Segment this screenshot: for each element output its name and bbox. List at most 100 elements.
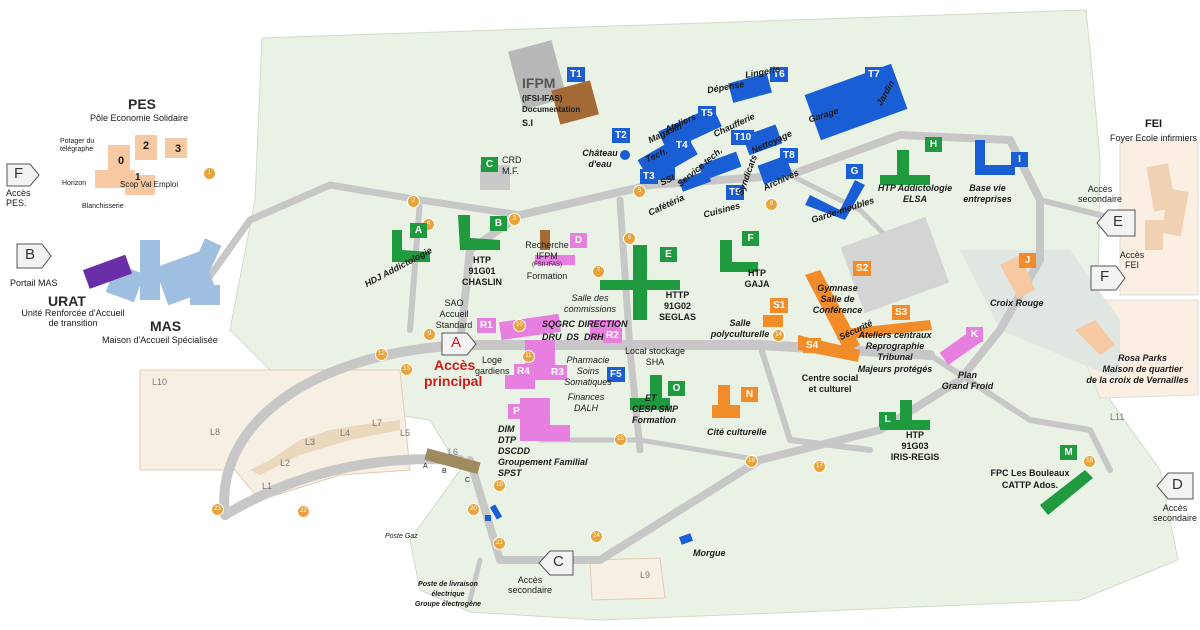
badge-l[interactable]: L [879,412,896,427]
badge-t9[interactable]: T9 [726,185,744,200]
gate-e-label: Accès secondaire [1077,184,1123,205]
recherche-label: IFPM [536,251,558,261]
pes-number: 3 [175,143,182,155]
crd-label: M.F. [502,166,519,176]
gate-arrow-icon [16,243,52,269]
badge-j[interactable]: J [1019,253,1036,268]
ateliers-centraux-label: Ateliers centraux [858,330,932,340]
pes-item: Blanchisserie [82,203,124,210]
badge-r3[interactable]: R3 [548,365,567,380]
gate-arrow-icon [1156,472,1194,500]
badge-s2[interactable]: S2 [853,261,872,276]
road-marker: 12 [375,348,388,361]
chateau-label: d'eau [588,159,612,169]
badge-s1[interactable]: S1 [770,298,789,313]
sao-label: SAO [444,298,464,308]
lot-label: L4 [340,428,351,438]
road-marker: 3 [508,213,521,226]
badge-t7[interactable]: T7 [865,67,883,82]
iris-label: 91G03 [901,441,929,451]
lot-label: L6 [448,447,459,457]
mas-buildings [105,238,222,306]
badge-n[interactable]: N [741,387,758,402]
badge-o[interactable]: O [668,381,685,396]
local-stockage-label: SHA [645,357,665,367]
badge-t8[interactable]: T8 [780,148,798,163]
urat-name: Unité Renforcée d'Accueil de transition [21,308,125,329]
badge-e[interactable]: E [660,247,677,262]
badge-a[interactable]: A [410,223,427,238]
iris-label: HTP [906,430,924,440]
badge-t10[interactable]: T10 [731,130,755,145]
road-marker: 13 [400,363,413,376]
gate-letter: A [451,334,462,351]
badge-s4[interactable]: S4 [803,338,822,353]
road-marker: 21 [493,537,506,550]
gate-b[interactable]: B [16,243,52,274]
badge-b[interactable]: B [490,216,507,231]
badge-r4[interactable]: R4 [514,364,533,379]
rosa-parks-label: Rosa Parks [1117,353,1168,363]
lot-label: L7 [372,418,383,428]
gate-arrow-icon [538,550,574,576]
rosa-parks-label: de la croix de Vernailles [1086,375,1189,385]
gate-c[interactable]: C [538,550,574,581]
sao-label: Standard [435,320,473,330]
gate-f-left[interactable]: F [6,163,40,192]
chaslin-label: CHASLIN [462,277,502,287]
road-marker: 19 [493,479,506,492]
orange-buildings [712,255,1115,418]
local-stockage-label: Local stockage [624,346,686,356]
badge-r2[interactable]: R2 [603,328,622,343]
morgue-label: Morgue [693,548,726,558]
gate-e[interactable]: E [1096,209,1136,242]
dru-label: DRU DS DRH [542,332,604,342]
badge-k[interactable]: K [966,327,983,342]
badge-f[interactable]: F [742,231,759,246]
centre-social-label: Centre social [801,373,859,383]
badge-t3[interactable]: T3 [640,169,658,184]
road-marker: 5 [633,185,646,198]
road-marker: 16 [745,455,758,468]
badge-m[interactable]: M [1060,445,1077,460]
badge-t5[interactable]: T5 [698,106,716,121]
elsa-label: ELSA [902,194,927,204]
badge-g[interactable]: G [846,164,863,179]
badge-t6[interactable]: T6 [770,67,788,82]
badge-s3[interactable]: S3 [892,305,911,320]
commissions-label: commissions [563,304,616,314]
parking-l1-l5 [250,420,400,475]
road-marker: 10 [513,319,526,332]
pes-code: PES [128,96,157,112]
pharmacie-label: Soins [576,366,600,376]
badge-r1[interactable]: R1 [477,318,496,333]
gate-letter: C [553,553,564,570]
badge-t2[interactable]: T2 [612,128,630,143]
road-marker: 2 [407,195,420,208]
mas-code: MAS [150,318,182,334]
road-marker: 24 [590,530,603,543]
gymnase-label: Salle de [820,294,855,304]
lot-label: L11 [1110,412,1125,422]
fei-buildings [1145,163,1189,250]
badge-p[interactable]: P [508,404,525,419]
chateau-label: Château [582,148,618,158]
iris-label: IRIS-REGIS [890,452,940,462]
gate-d[interactable]: D [1156,472,1194,505]
badge-i[interactable]: I [1011,152,1028,167]
badge-h[interactable]: H [925,137,942,152]
badge-t1[interactable]: T1 [567,67,585,82]
badge-t4[interactable]: T4 [673,138,691,153]
badge-f5[interactable]: F5 [607,367,625,382]
badge-d[interactable]: D [570,233,587,248]
road-marker: 17 [813,460,826,473]
gate-f-right[interactable]: F [1090,265,1126,296]
pes-item: Scop Val Emploi [120,180,179,189]
salle-poly-label: polyculturelle [710,329,770,339]
gate-a[interactable]: A [441,332,477,361]
base-vie-label: entreprises [963,194,1012,204]
gymnase-label: Gymnase [817,283,858,293]
fei-code: FEI [1145,118,1163,130]
gate-a-label: principal [424,373,483,389]
badge-c[interactable]: C [481,157,498,172]
